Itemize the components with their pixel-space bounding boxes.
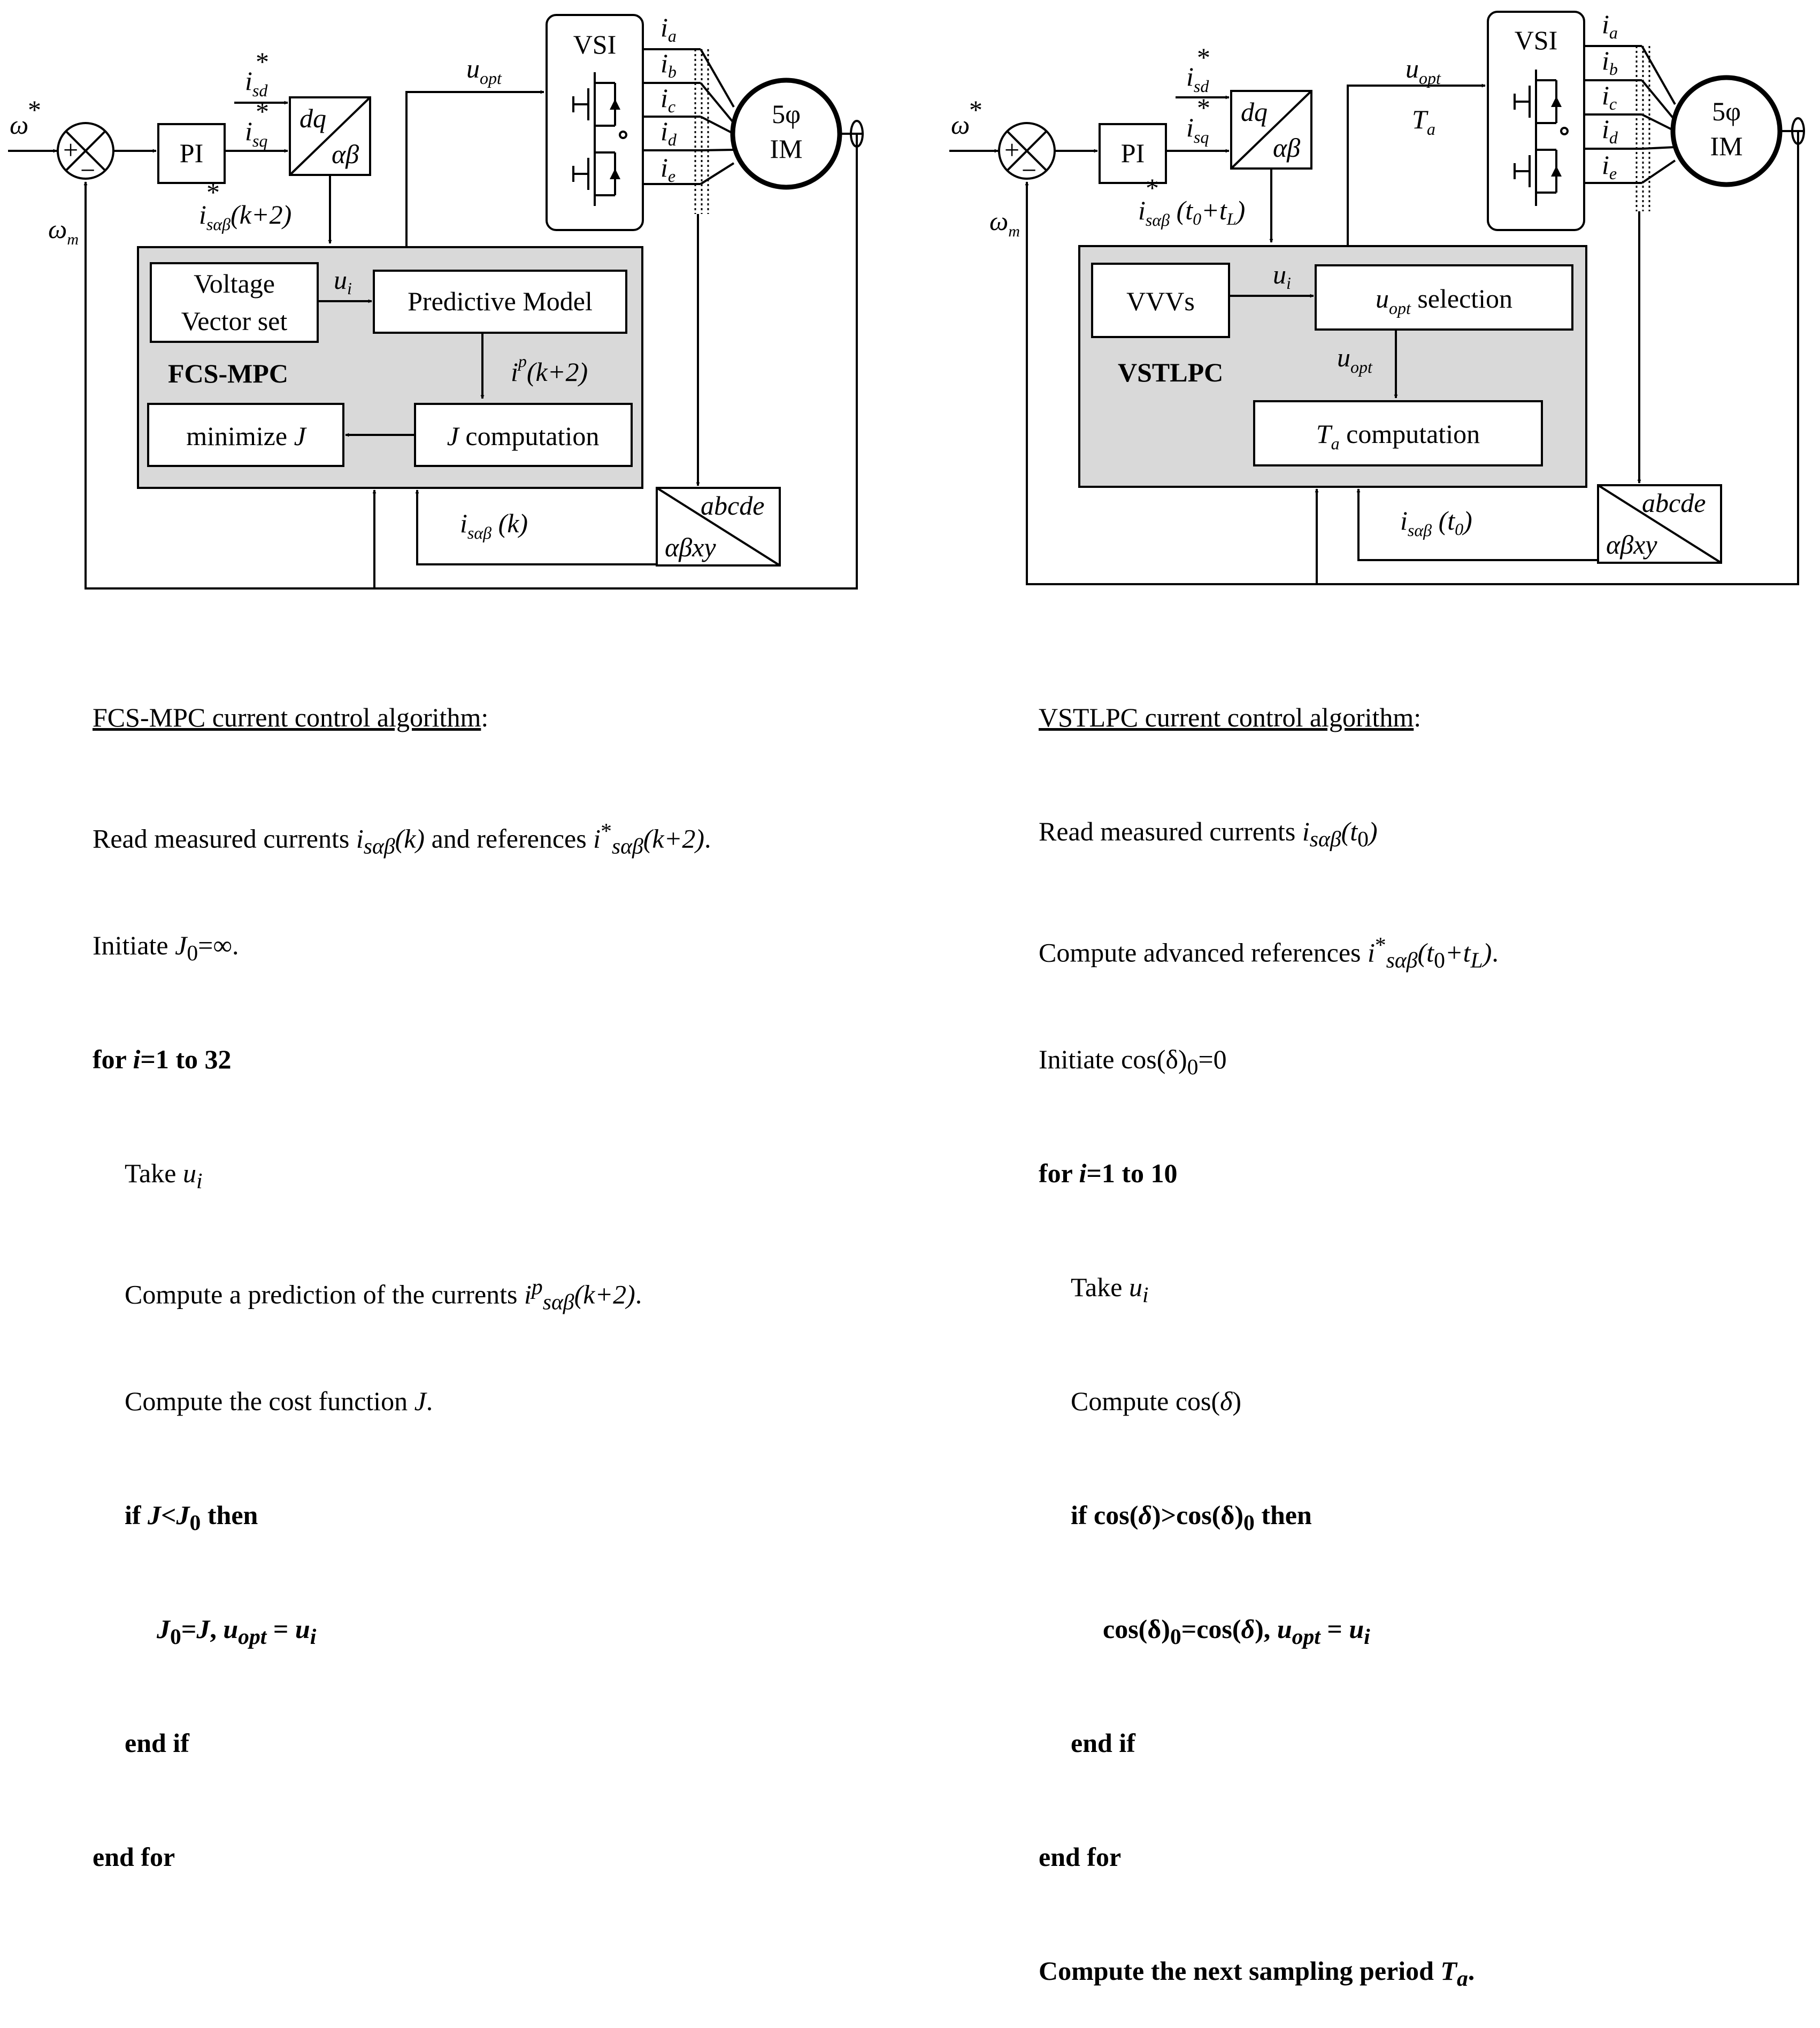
svg-text:αβ: αβ [332,139,359,169]
svg-text:isd: isd [1186,62,1209,96]
svg-text:Ta computation: Ta computation [1316,419,1480,453]
omega-m-label: ωm [48,214,79,248]
svg-text:abcde: abcde [1642,488,1706,518]
left-diagram: + − ω * ωm PI dq αβ isd * isq * isαβ(k+2… [8,12,864,590]
phase-lines [643,48,735,214]
omega-ref-label: ω [951,110,970,140]
svg-text:Voltage: Voltage [194,269,275,299]
imeas-label: isαβ (k) [460,508,528,542]
isq-ref-label: isq [245,116,267,150]
svg-text:ip(k+2): ip(k+2) [511,351,588,387]
svg-text:ui: ui [1273,259,1291,293]
svg-text:ie: ie [1602,150,1617,183]
svg-text:IM: IM [1710,131,1742,161]
ta-label: Ta [1412,104,1435,139]
svg-text:ic: ic [1602,80,1617,113]
fcs-mpc-title: FCS-MPC [168,358,288,388]
svg-text:5φ: 5φ [772,99,801,129]
algorithm-heading: VSTLPC current control algorithm: [1039,702,1422,732]
uopt-label: uopt [1406,53,1441,88]
svg-text:*: * [1197,93,1210,123]
svg-text:isq: isq [1186,112,1209,147]
omega-m-label: ωm [989,206,1020,240]
j-computation-block [414,403,633,467]
svg-text:αβ: αβ [1273,133,1300,163]
svg-text:*: * [256,47,269,76]
svg-text:id: id [661,116,677,149]
vstlpc-algorithm: VSTLPC current control algorithm: Read m… [1039,623,1499,2028]
svg-text:*: * [969,95,982,125]
svg-text:αβxy: αβxy [1606,530,1657,560]
svg-text:PI: PI [1121,138,1145,168]
svg-text:IM: IM [770,134,802,164]
summing-junction-icon: + − [998,122,1056,185]
svg-text:J computation: J computation [447,421,600,451]
svg-text:Vector set: Vector set [181,306,288,336]
svg-text:abcde: abcde [701,491,764,521]
isd-ref-label: isd [245,66,268,100]
ta-computation-block [1253,400,1543,466]
svg-text:*: * [28,95,41,125]
svg-text:−: − [1022,155,1036,185]
svg-text:+: + [1004,135,1019,165]
pi-controller-block [157,123,226,184]
block-diagrams: + − ω * ωm PI dq αβ isd * isq * isαβ(k+2… [8,9,1805,590]
uopt-label: uopt [466,53,502,88]
vvvs-block [1091,263,1230,338]
svg-text:uopt: uopt [1337,342,1373,377]
svg-text:dq: dq [300,103,326,133]
svg-text:Predictive Model: Predictive Model [408,286,593,316]
svg-text:uopt selection: uopt selection [1376,284,1512,318]
pi-controller-block [1099,123,1167,184]
predictive-model-block [373,270,627,334]
algorithm-heading: FCS-MPC current control algorithm: [93,702,489,732]
svg-text:*: * [1146,173,1159,203]
iref-label: isαβ(k+2) [199,200,291,234]
omega-ref-label: ω [10,110,28,140]
svg-text:5φ: 5φ [1712,96,1741,126]
svg-text:minimize J: minimize J [186,421,307,451]
svg-text:dq: dq [1241,97,1268,127]
svg-text:ia: ia [1602,9,1618,42]
fcs-mpc-algorithm: FCS-MPC current control algorithm: Read … [93,623,711,1914]
svg-text:−: − [80,155,95,185]
svg-text:ui: ui [334,265,352,298]
igbt-switch-icon [1514,70,1569,206]
svg-text:VVVs: VVVs [1126,286,1195,316]
svg-text:*: * [206,177,220,207]
phase-lines [1584,45,1676,211]
svg-text:id: id [1602,114,1618,147]
svg-text:ib: ib [1602,45,1618,79]
minimize-j-block [147,403,344,467]
svg-text:ib: ib [661,48,677,81]
svg-text:ia: ia [661,12,677,45]
svg-text:PI: PI [180,138,203,168]
uopt-selection-block [1315,264,1573,331]
svg-text:VSI: VSI [573,29,617,59]
svg-text:*: * [256,96,269,126]
svg-text:*: * [1197,42,1210,72]
iref-label: isαβ (t0+tL) [1138,195,1245,229]
igbt-switch-icon [572,72,627,206]
vstlpc-title: VSTLPC [1118,357,1223,387]
svg-text:ic: ic [661,83,675,116]
imeas-label: isαβ (t0) [1400,506,1472,540]
svg-text:ie: ie [661,152,675,186]
summing-junction-icon: + − [57,122,114,185]
svg-text:VSI: VSI [1515,25,1558,55]
svg-text:αβxy: αβxy [665,532,716,562]
voltage-vector-set-block [150,262,319,343]
right-diagram: + − ω * ωm PI dq αβ isd * isq * isαβ (t0… [949,9,1805,585]
svg-text:+: + [63,135,78,165]
